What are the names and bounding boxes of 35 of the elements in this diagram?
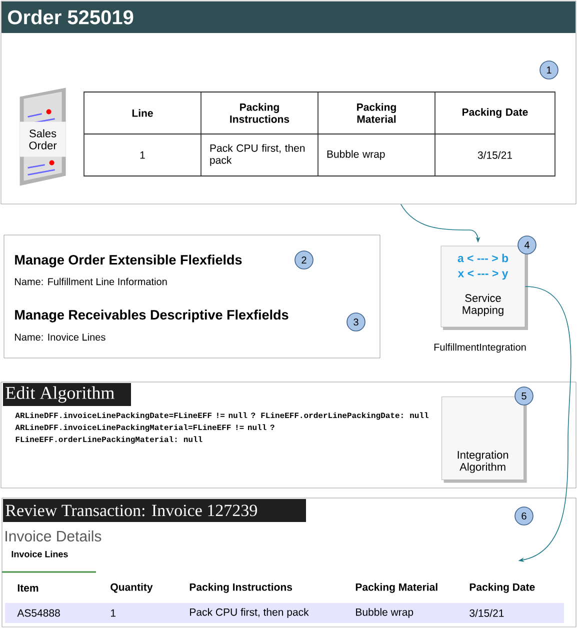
table-header: Packing Date [470,583,535,593]
callout-number: 2 [294,250,314,270]
table-header: Packing Material [356,583,438,593]
table-header: Packing Instructions [230,103,290,123]
code-text: ARLineDFF.invoiceLinePackingDate=FLineEFF != null ? FLineEFF.orderLinePackingDate: null ARLineDFF.invoiceLinePackingMaterial=FLineEFF != null ? FLineEFF.orderLinePackingMaterial: null [15,412,428,444]
panel-title: Review Transaction: Invoice 127239 [3,499,306,522]
table-cell: 3/15/21 [470,609,504,617]
callout-number: 1 [540,60,558,80]
table-header: Packing Instructions [190,583,292,593]
table-header: Item [18,584,38,592]
callout-number: 5 [514,386,534,406]
table-cell: 3/15/21 [478,151,512,159]
heading: Manage Receivables Descriptive Flexfields [15,310,288,322]
table-cell: Bubble wrap [327,150,385,160]
table-cell: Pack CPU first, then pack [210,144,305,166]
panel-title: Edit Algorithm [3,383,131,406]
callout-number: 3 [346,312,366,332]
table-header: Line [132,109,153,117]
callout-number: 6 [514,506,534,526]
tab: Invoice Lines [2,550,96,573]
section-heading: Invoice Details [6,530,102,542]
table-header: Packing Material [357,103,396,123]
heading: Manage Order Extensible Flexfields [15,254,242,268]
table-cell: AS54888 [17,609,60,617]
table-header: Quantity [110,583,153,593]
node-label: FulfillmentIntegration [434,343,526,353]
table-cell: 1 [111,609,116,617]
table-cell: Pack CPU first, then pack [190,608,309,618]
name-text: Name: Inovice Lines [15,333,106,341]
table-header: Packing Date [462,108,528,118]
name-text: Name: Fulfillment Line Information [15,278,167,286]
table-cell: 1 [140,151,145,159]
callout-number: 4 [518,236,536,254]
table-cell: Bubble wrap [356,608,414,618]
panel-title: Order 525019 [8,10,134,24]
